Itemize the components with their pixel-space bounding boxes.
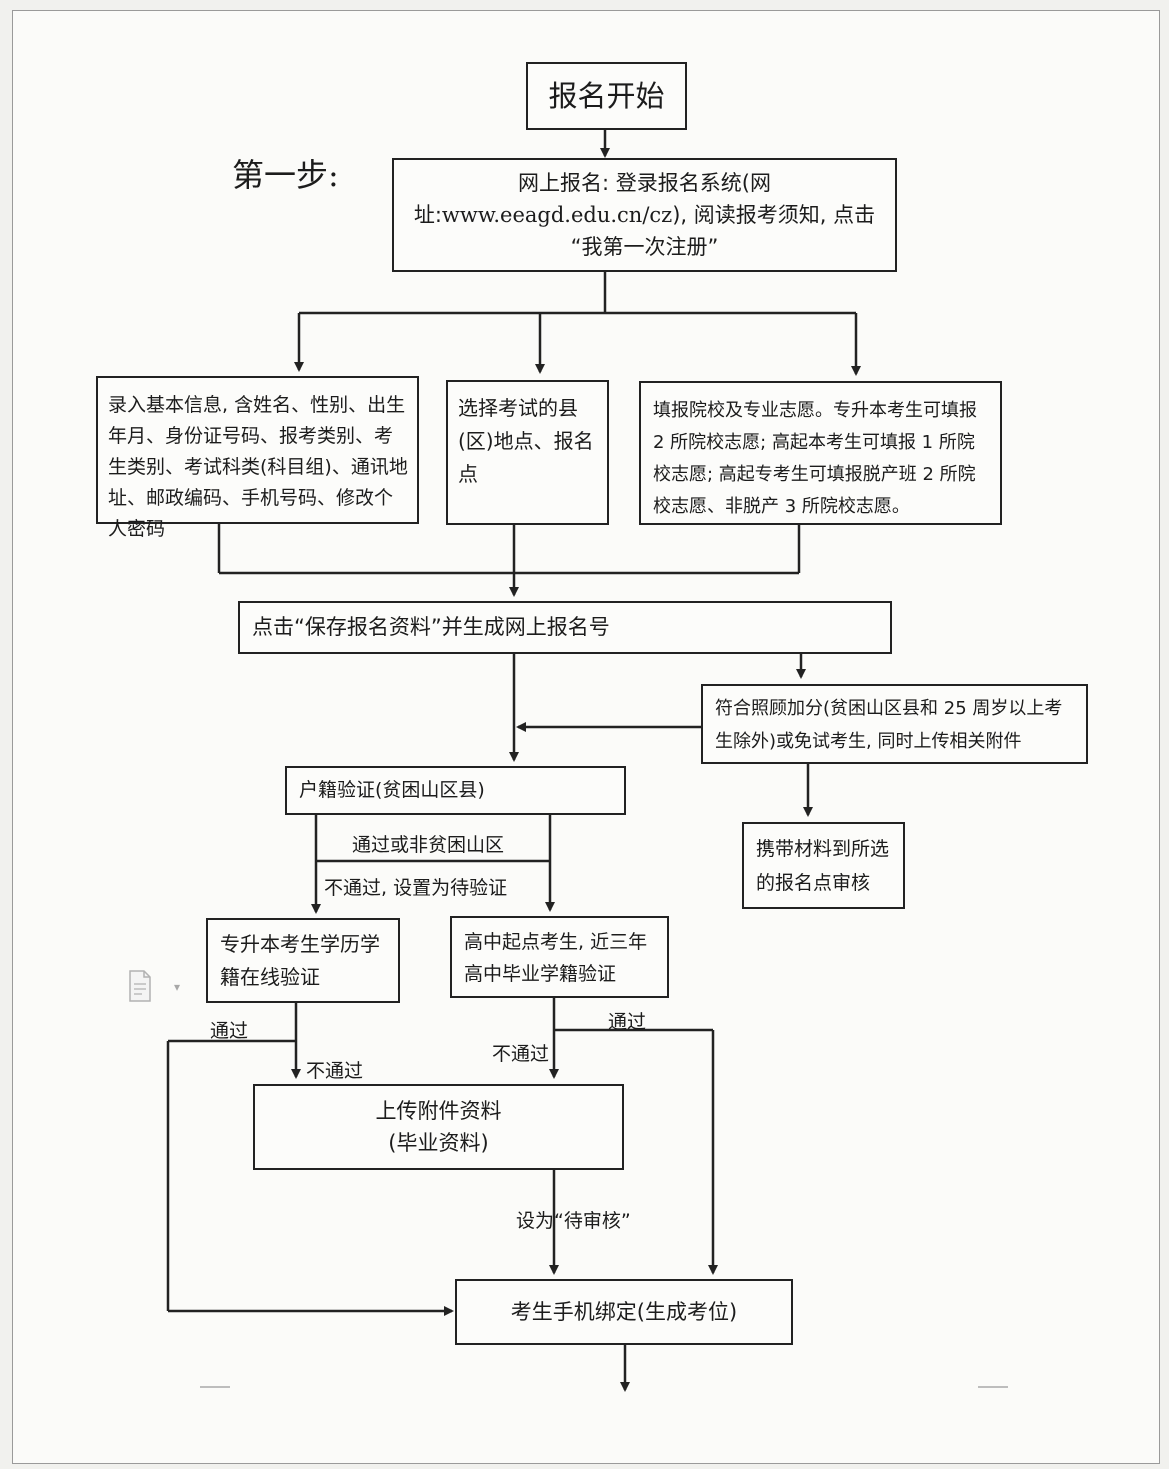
carry-materials-text: 携带材料到所选的报名点审核 bbox=[756, 838, 890, 894]
label-pass-right: 通过 bbox=[608, 1011, 647, 1033]
node-bonus-points: 符合照顾加分(贫困山区县和 25 周岁以上考生除外)或免试考生, 同时上传相关附… bbox=[701, 684, 1088, 764]
upload-line-1: 上传附件资料 bbox=[375, 1099, 502, 1123]
node-save-registration: 点击“保存报名资料”并生成网上报名号 bbox=[238, 601, 892, 654]
online-line-2: 址:www.eeagd.edu.cn/cz), 阅读报考须知, 点击 bbox=[414, 199, 875, 231]
node-phone-binding: 考生手机绑定(生成考位) bbox=[455, 1279, 793, 1345]
phone-binding-text: 考生手机绑定(生成考位) bbox=[510, 1299, 738, 1324]
label-not-pass-left: 不通过 bbox=[306, 1060, 364, 1082]
step-label: 第一步: bbox=[232, 156, 339, 194]
basic-info-text: 录入基本信息, 含姓名、性别、出生年月、身份证号码、报考类别、考生类别、考试科类… bbox=[108, 394, 408, 540]
preferences-text: 填报院校及专业志愿。专升本考生可填报 2 所院校志愿; 高起本考生可填报 1 所… bbox=[653, 400, 977, 517]
household-text: 户籍验证(贫困山区县) bbox=[299, 779, 485, 801]
node-household-verify: 户籍验证(贫困山区县) bbox=[285, 766, 626, 815]
save-text: 点击“保存报名资料”并生成网上报名号 bbox=[252, 615, 610, 639]
node-highschool-verify: 高中起点考生, 近三年高中毕业学籍验证 bbox=[450, 916, 669, 998]
label-set-pending-review: 设为“待审核” bbox=[516, 1210, 631, 1232]
node-start: 报名开始 bbox=[526, 62, 687, 130]
label-pass-left: 通过 bbox=[210, 1020, 249, 1042]
online-line-1: 网上报名: 登录报名系统(网 bbox=[518, 171, 771, 195]
document-icon bbox=[129, 970, 151, 1002]
node-upgrade-verify: 专升本考生学历学籍在线验证 bbox=[206, 918, 400, 1003]
node-start-text: 报名开始 bbox=[548, 78, 665, 113]
node-exam-location: 选择考试的县(区)地点、报名点 bbox=[446, 380, 609, 525]
online-prefix: 址: bbox=[413, 203, 442, 227]
node-preferences: 填报院校及专业志愿。专升本考生可填报 2 所院校志愿; 高起本考生可填报 1 所… bbox=[639, 381, 1002, 525]
node-basic-info: 录入基本信息, 含姓名、性别、出生年月、身份证号码、报考类别、考生类别、考试科类… bbox=[96, 376, 419, 540]
page-corner-mark-left bbox=[200, 1386, 230, 1388]
bonus-text: 符合照顾加分(贫困山区县和 25 周岁以上考生除外)或免试考生, 同时上传相关附… bbox=[715, 698, 1063, 752]
online-suffix: ), 阅读报考须知, 点击 bbox=[672, 203, 876, 227]
node-carry-materials: 携带材料到所选的报名点审核 bbox=[742, 822, 905, 909]
node-upload-attachments: 上传附件资料 (毕业资料) bbox=[253, 1084, 624, 1170]
exam-location-text: 选择考试的县(区)地点、报名点 bbox=[458, 396, 594, 486]
online-line-3: “我第一次注册” bbox=[570, 235, 719, 259]
online-url: www.eeagd.edu.cn/cz bbox=[441, 203, 673, 227]
upgrade-verify-text: 专升本考生学历学籍在线验证 bbox=[220, 932, 380, 989]
label-pass-or-non-poor: 通过或非贫困山区 bbox=[352, 834, 505, 856]
highschool-verify-text: 高中起点考生, 近三年高中毕业学籍验证 bbox=[464, 931, 648, 985]
upload-line-2: (毕业资料) bbox=[388, 1131, 489, 1155]
node-online-registration: 网上报名: 登录报名系统(网 址:www.eeagd.edu.cn/cz), 阅… bbox=[392, 158, 897, 272]
label-not-pass-pending: 不通过, 设置为待验证 bbox=[324, 877, 508, 899]
chevron-down-icon: ▾ bbox=[174, 980, 181, 994]
label-not-pass-right: 不通过 bbox=[492, 1043, 550, 1065]
page-corner-mark-right bbox=[978, 1386, 1008, 1388]
